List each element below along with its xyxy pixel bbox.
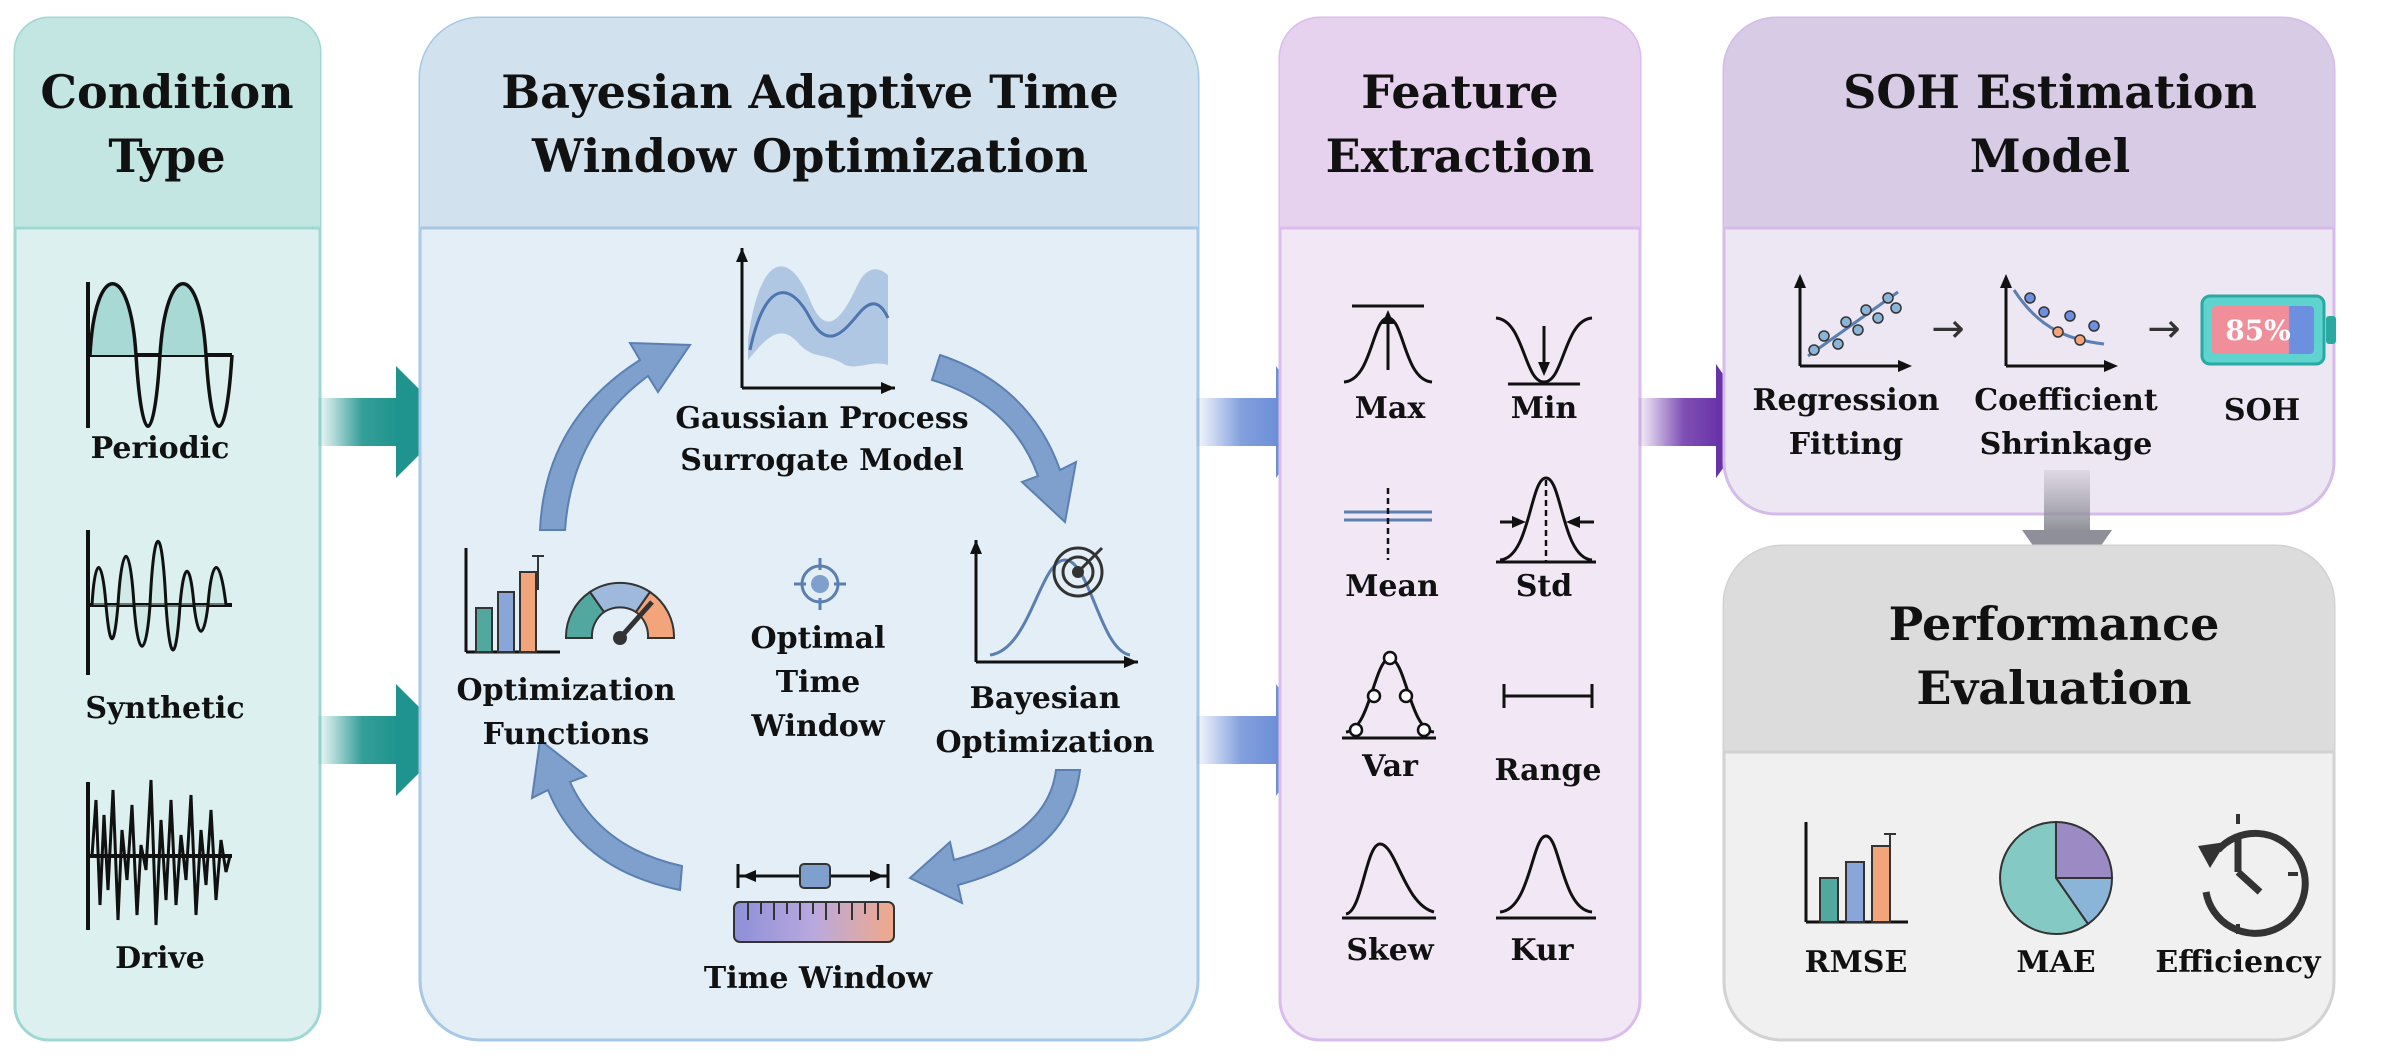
rmse-bar-icon bbox=[1804, 822, 1908, 924]
arrow-glyph-1: → bbox=[1931, 306, 1965, 352]
cycle-arrow-to-optimization-functions bbox=[530, 738, 684, 892]
bayesian-title-line1: Bayesian Adaptive Time bbox=[501, 65, 1119, 119]
performance-evaluation-panel: Performance Evaluation RMSE MAE bbox=[1722, 544, 2336, 1042]
center-label-line2: Time bbox=[776, 665, 861, 700]
periodic-wave-icon bbox=[86, 282, 234, 428]
performance-title-line1: Performance bbox=[1889, 597, 2220, 651]
feature-label-max: Max bbox=[1355, 391, 1427, 426]
feature-label-kur: Kur bbox=[1510, 933, 1574, 968]
mean-feature-icon bbox=[1344, 488, 1432, 560]
performance-label-rmse: RMSE bbox=[1805, 945, 1908, 980]
center-label-line3: Window bbox=[750, 709, 885, 744]
max-feature-icon bbox=[1343, 304, 1433, 384]
efficiency-clock-icon bbox=[2198, 814, 2309, 937]
drive-wave-icon bbox=[86, 779, 232, 930]
bayesian-title-line2: Window Optimization bbox=[531, 129, 1088, 183]
gp-label-line1: Gaussian Process bbox=[675, 401, 968, 436]
bayesian-optimization-panel: Bayesian Adaptive Time Window Optimizati… bbox=[418, 16, 1200, 1042]
gaussian-process-plot-icon bbox=[736, 248, 895, 394]
soh-output-label: SOH bbox=[2224, 393, 2300, 428]
performance-label-efficiency: Efficiency bbox=[2155, 945, 2322, 980]
time-window-label: Time Window bbox=[704, 961, 933, 996]
arrow-glyph-2: → bbox=[2147, 306, 2181, 352]
range-feature-icon bbox=[1502, 684, 1594, 708]
bayesian-optimization-plot-icon bbox=[970, 540, 1138, 668]
performance-label-mae: MAE bbox=[2016, 945, 2095, 980]
std-feature-icon bbox=[1496, 476, 1596, 564]
cycle-arrow-to-gp bbox=[538, 341, 692, 531]
soh-title-line2: Model bbox=[1970, 129, 2131, 183]
optimization-functions-icon bbox=[464, 548, 676, 654]
battery-percent: 85% bbox=[2225, 314, 2291, 347]
feature-label-std: Std bbox=[1516, 569, 1573, 604]
coefficient-label-line1: Coefficient bbox=[1974, 383, 2158, 418]
condition-title-line2: Type bbox=[108, 129, 225, 183]
condition-label-synthetic: Synthetic bbox=[85, 691, 244, 726]
feature-label-range: Range bbox=[1495, 753, 1602, 788]
bo-label-line2: Optimization bbox=[935, 725, 1154, 760]
feature-extraction-panel: Feature Extraction Max Min Mean bbox=[1278, 16, 1642, 1042]
soh-estimation-panel: SOH Estimation Model Regression Fitting … bbox=[1722, 16, 2336, 516]
condition-type-panel: Condition Type Periodic Synthetic Drive bbox=[13, 16, 322, 1042]
battery-icon: 85% bbox=[2200, 294, 2336, 366]
target-icon bbox=[794, 558, 846, 610]
mae-pie-icon bbox=[1999, 820, 2114, 935]
optimization-functions-label-line2: Functions bbox=[483, 717, 650, 752]
feature-label-skew: Skew bbox=[1346, 933, 1435, 968]
coefficient-shrinkage-icon bbox=[2000, 274, 2118, 372]
condition-title-line1: Condition bbox=[40, 65, 293, 119]
skew-feature-icon bbox=[1342, 842, 1436, 920]
soh-title-line1: SOH Estimation bbox=[1843, 65, 2257, 119]
feature-title-line2: Extraction bbox=[1326, 129, 1595, 183]
regression-label-line2: Fitting bbox=[1789, 427, 1904, 462]
kurtosis-feature-icon bbox=[1496, 834, 1596, 920]
coefficient-label-line2: Shrinkage bbox=[1980, 427, 2153, 462]
time-window-ruler-icon bbox=[733, 863, 895, 943]
feature-label-mean: Mean bbox=[1345, 569, 1439, 604]
cycle-arrow-to-bo bbox=[930, 353, 1078, 524]
condition-label-periodic: Periodic bbox=[91, 431, 230, 466]
bo-label-line1: Bayesian bbox=[970, 681, 1121, 716]
condition-label-drive: Drive bbox=[115, 941, 205, 976]
synthetic-wave-icon bbox=[86, 530, 232, 675]
regression-label-line1: Regression bbox=[1753, 383, 1940, 418]
min-feature-icon bbox=[1495, 316, 1593, 386]
feature-label-min: Min bbox=[1511, 391, 1578, 426]
performance-title-line2: Evaluation bbox=[1916, 661, 2191, 715]
feature-title-line1: Feature bbox=[1361, 65, 1558, 119]
var-feature-icon bbox=[1342, 650, 1436, 740]
cycle-arrow-to-timewindow bbox=[908, 769, 1082, 905]
regression-fitting-icon bbox=[1794, 274, 1912, 372]
feature-label-var: Var bbox=[1361, 749, 1419, 784]
optimization-functions-label-line1: Optimization bbox=[456, 673, 675, 708]
center-label-line1: Optimal bbox=[751, 621, 886, 656]
gp-label-line2: Surrogate Model bbox=[680, 443, 964, 478]
